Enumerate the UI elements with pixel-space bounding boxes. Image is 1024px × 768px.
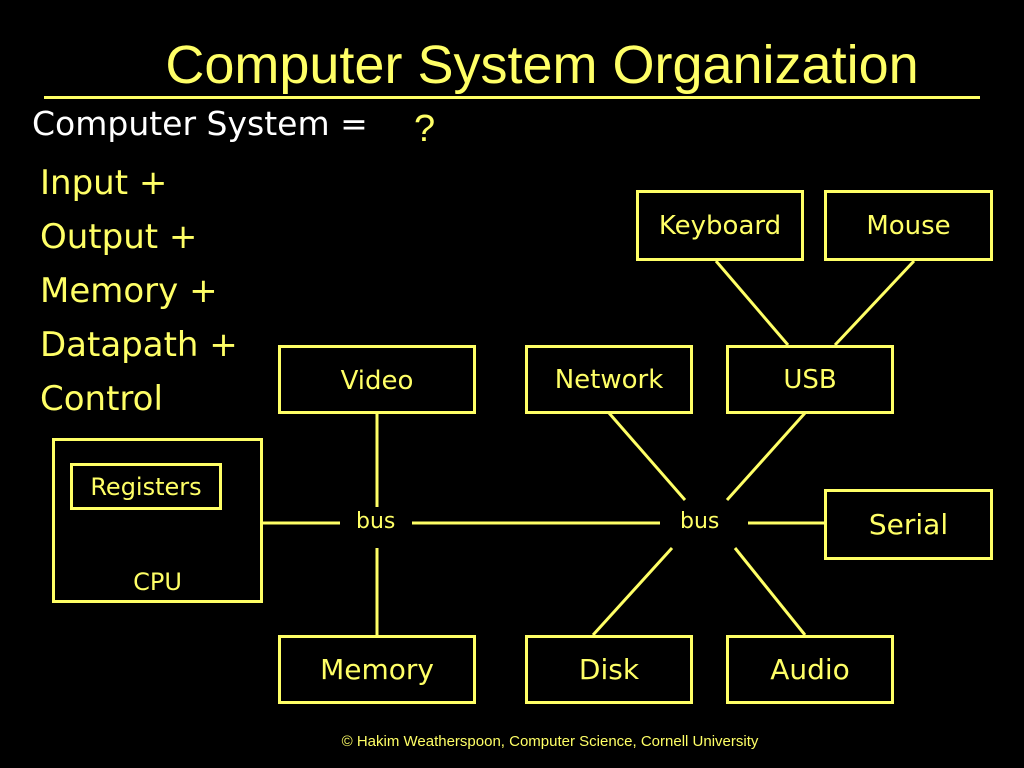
- slide-title: Computer System Organization: [165, 35, 919, 95]
- component-memory: Memory +: [40, 271, 218, 311]
- equation-label: Computer System =: [32, 104, 368, 143]
- equation-question-mark: ?: [414, 108, 436, 150]
- component-input: Input +: [40, 163, 168, 203]
- wire-bus-audio: [733, 547, 807, 636]
- audio-box: Audio: [726, 635, 894, 704]
- wire-bus-disk: [591, 546, 674, 637]
- video-box: Video: [278, 345, 476, 414]
- mouse-box: Mouse: [824, 190, 993, 261]
- component-list: Input + Output + Memory + Datapath + Con…: [40, 156, 238, 426]
- cpu-box: [52, 438, 263, 603]
- wire-mouse-usb: [833, 259, 916, 347]
- network-box: Network: [525, 345, 693, 414]
- wire-keyboard-usb: [714, 260, 790, 346]
- component-output: Output +: [40, 217, 198, 257]
- bus-label-right: bus: [676, 509, 724, 534]
- title-underline: [44, 96, 980, 99]
- bus-label-left: bus: [352, 509, 400, 534]
- usb-box: USB: [726, 345, 894, 414]
- component-control: Control: [40, 379, 163, 419]
- wire-usb-bus: [725, 411, 807, 502]
- footer-copyright: © Hakim Weatherspoon, Computer Science, …: [341, 733, 759, 750]
- registers-box: Registers: [70, 463, 222, 510]
- keyboard-box: Keyboard: [636, 190, 804, 261]
- wire-network-bus: [607, 412, 687, 501]
- memory-box: Memory: [278, 635, 476, 704]
- serial-box: Serial: [824, 489, 993, 560]
- cpu-label: CPU: [133, 568, 182, 596]
- disk-box: Disk: [525, 635, 693, 704]
- component-datapath: Datapath +: [40, 325, 238, 365]
